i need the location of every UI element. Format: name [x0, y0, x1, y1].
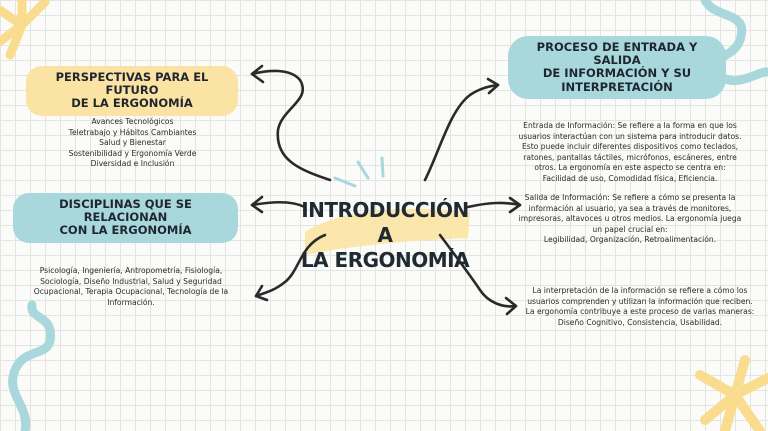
- input-info-line: otros. La ergonomía en este aspecto se c…: [534, 163, 726, 173]
- future-item: Teletrabajo y Hábitos Cambiantes: [68, 127, 197, 137]
- squiggle-bottom-left-icon: [8, 300, 55, 431]
- process-heading-line-2: DE INFORMACIÓN Y SU: [542, 66, 692, 81]
- input-info-text: Entrada de Información: Se refiere a la …: [510, 121, 750, 185]
- disciplines-text-line: Psicología, Ingeniería, Antropometría, F…: [39, 266, 223, 275]
- process-heading: PROCESO DE ENTRADA Y SALIDA DE INFORMACI…: [508, 36, 726, 99]
- arrow-to-disciplines-icon: [250, 200, 307, 209]
- sunburst-bottom-right-icon: [695, 355, 768, 431]
- output-info-text: Salida de Información: Se refiere a cómo…: [510, 193, 750, 246]
- future-item: Diversidad e Inclusión: [90, 159, 175, 169]
- input-info-line: ratones, pantallas táctiles, micrófonos,…: [523, 152, 737, 162]
- future-list: Avances Tecnológicos Teletrabajo y Hábit…: [30, 117, 235, 170]
- disciplines-text-line: Sociología, Diseño Industrial, Salud y S…: [40, 276, 222, 286]
- disciplines-heading-line-2: CON LA ERGONOMÍA: [59, 223, 192, 238]
- spark-lines-icon: [333, 156, 385, 188]
- disciplines-heading-line-1: DISCIPLINAS QUE SE RELACIONAN: [59, 197, 192, 225]
- future-item: Avances Tecnológicos: [91, 117, 174, 126]
- title-line-1: INTRODUCCIÓN A: [301, 198, 469, 247]
- interpretation-line: La interpretación de la información se r…: [532, 286, 748, 295]
- sunburst-top-left-icon: [0, 0, 50, 60]
- input-info-line: Entrada de Información: Se refiere a la …: [523, 121, 737, 130]
- disciplines-text-line: Información.: [107, 297, 155, 307]
- interpretation-text: La interpretación de la información se r…: [520, 286, 760, 328]
- future-heading: PERSPECTIVAS PARA EL FUTURO DE LA ERGONO…: [26, 66, 238, 116]
- input-info-line: Esto puede incluir diferentes dispositiv…: [521, 142, 739, 152]
- disciplines-text: Psicología, Ingeniería, Antropometría, F…: [16, 266, 246, 308]
- disciplines-heading: DISCIPLINAS QUE SE RELACIONAN CON LA ERG…: [13, 193, 238, 243]
- arrow-to-process-icon: [423, 83, 500, 182]
- title-line-2: LA ERGONOMÍA: [300, 248, 470, 272]
- process-heading-line-3: INTERPRETACIÓN: [561, 79, 673, 94]
- future-item: Salud y Bienestar: [99, 138, 166, 148]
- future-heading-line-2: DE LA ERGONOMÍA: [71, 96, 193, 111]
- future-heading-line-1: PERSPECTIVAS PARA EL FUTURO: [55, 70, 209, 98]
- interpretation-line: usuarios comprenden y utilizan la inform…: [527, 296, 753, 306]
- arrow-to-future-icon: [250, 69, 332, 182]
- output-info-line: impresoras, altavoces u otros medios. La…: [518, 214, 742, 224]
- output-info-line: Legibilidad, Organización, Retroalimenta…: [543, 235, 717, 245]
- input-info-line: usuarios interactúan con un sistema para…: [518, 131, 742, 141]
- future-item: Sostenibilidad y Ergonomía Verde: [68, 148, 197, 158]
- output-info-line: Salida de Información: Se refiere a cómo…: [524, 193, 736, 202]
- central-title: INTRODUCCIÓN A LA ERGONOMÍA: [300, 198, 470, 273]
- disciplines-text-line: Ocupacional, Terapia Ocupacional, Tecnol…: [33, 287, 229, 297]
- output-info-line: información al usuario, ya sea a través …: [528, 203, 732, 213]
- input-info-line: Facilidad de uso, Comodidad física, Efic…: [542, 173, 718, 183]
- output-info-line: un papel crucial en:: [592, 224, 668, 234]
- interpretation-line: La ergonomía contribuye a este proceso d…: [525, 307, 755, 317]
- interpretation-line: Diseño Cognitivo, Consistencia, Usabilid…: [557, 317, 723, 327]
- process-heading-line-1: PROCESO DE ENTRADA Y SALIDA: [536, 40, 698, 68]
